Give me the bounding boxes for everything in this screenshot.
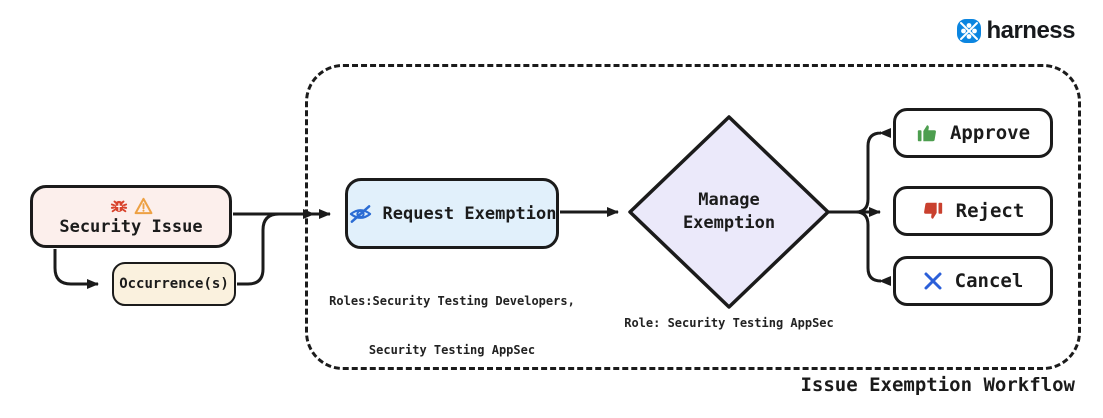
- security-issue-label: Security Issue: [59, 216, 203, 237]
- brand-name: harness: [986, 17, 1075, 44]
- request-exemption-label: Request Exemption: [382, 203, 557, 224]
- x-icon: [923, 271, 943, 291]
- manage-exemption-label: Manage Exemption: [682, 190, 776, 233]
- workflow-title: Issue Exemption Workflow: [800, 374, 1075, 396]
- security-issue-icons: [110, 197, 153, 215]
- eye-slash-icon: [348, 203, 373, 225]
- node-approve: Approve: [893, 108, 1053, 158]
- node-occurrences: Occurrence(s): [112, 262, 236, 306]
- warning-icon: [134, 197, 153, 215]
- request-exemption-roles-caption: Roles:Security Testing Developers, Secur…: [322, 261, 582, 391]
- thumbs-down-icon: [922, 200, 944, 222]
- bug-icon: [110, 197, 128, 215]
- harness-logo-icon: [954, 16, 984, 46]
- node-reject: Reject: [893, 186, 1053, 236]
- node-cancel: Cancel: [893, 256, 1053, 306]
- approve-label: Approve: [949, 122, 1031, 144]
- roles-caption-line1: Roles:Security Testing Developers,: [329, 294, 575, 309]
- node-security-issue: Security Issue: [30, 185, 232, 248]
- manage-exemption-role-caption: Role: Security Testing AppSec: [624, 316, 834, 330]
- thumbs-up-icon: [916, 122, 938, 144]
- reject-label: Reject: [955, 200, 1025, 222]
- cancel-label: Cancel: [954, 270, 1024, 292]
- harness-logo: harness: [954, 16, 1075, 46]
- node-request-exemption: Request Exemption: [345, 178, 559, 249]
- occurrences-label: Occurrence(s): [119, 276, 229, 292]
- manage-exemption-diamond: [628, 115, 830, 309]
- workflow-boundary: [305, 64, 1081, 370]
- roles-caption-line2: Security Testing AppSec: [368, 342, 536, 357]
